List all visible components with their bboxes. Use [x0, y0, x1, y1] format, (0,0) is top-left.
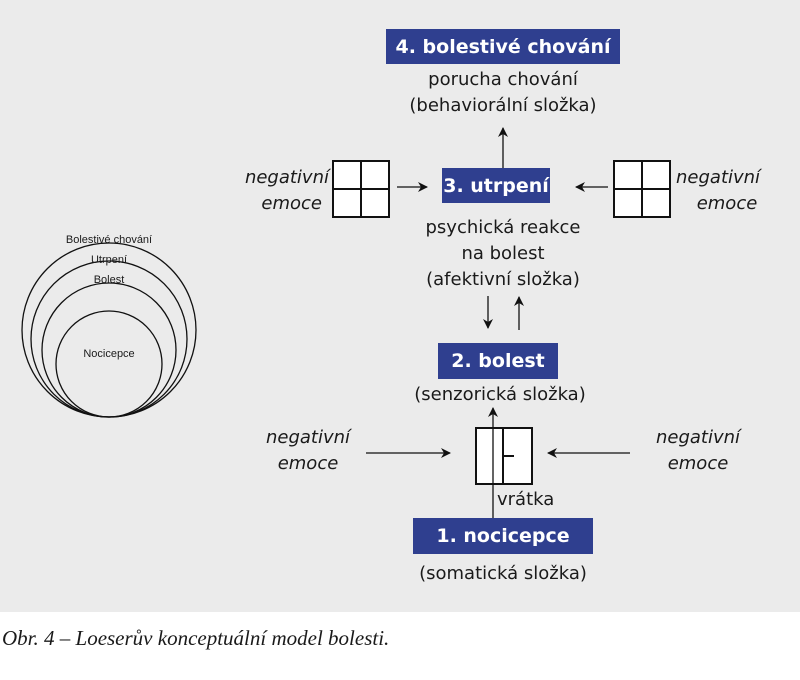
desc-behavior-2: (behaviorální složka) [409, 95, 597, 116]
box-suffering: 3. utrpení [442, 168, 550, 203]
figure-panel [0, 0, 800, 612]
circle-label-behavior: Bolestivé chování [65, 234, 153, 246]
circle-behavior [21, 242, 197, 418]
gate-icon [475, 427, 533, 485]
desc-behavior-1: porucha chování [428, 69, 578, 90]
desc-suffering-3: (afektivní složka) [426, 269, 580, 290]
nested-circles [21, 242, 197, 418]
desc-nociception: (somatická složka) [419, 563, 587, 584]
neg-emotion-top-left-1: negativní [244, 167, 329, 188]
box-nociception: 1. nocicepce [413, 518, 593, 554]
box-pain: 2. bolest [438, 343, 558, 379]
diagram-lines [21, 127, 671, 518]
box-behavior: 4. bolestivé chování [386, 29, 620, 64]
desc-suffering-1: psychická reakce [425, 217, 581, 238]
figure-caption: Obr. 4 – Loeserův konceptuální model bol… [2, 626, 390, 650]
circle-label-suffering: Utrpení [90, 254, 128, 266]
desc-suffering-2: na bolest [461, 243, 545, 264]
window-icon-right [613, 160, 671, 218]
circle-nociception [55, 310, 163, 418]
neg-emotion-top-left-2: emoce [261, 193, 322, 214]
neg-emotion-bottom-right-2: emoce [667, 453, 729, 474]
gate-label: vrátka [497, 489, 555, 510]
neg-emotion-top-right-1: negativní [676, 167, 761, 188]
window-icon-left [332, 160, 390, 218]
circle-label-nociception: Nocicepce [83, 348, 135, 360]
neg-emotion-top-right-2: emoce [696, 193, 758, 214]
desc-pain: (senzorická složka) [414, 384, 586, 405]
neg-emotion-bottom-right-1: negativní [655, 427, 741, 448]
neg-emotion-bottom-left-1: negativní [265, 427, 351, 448]
circle-label-pain: Bolest [93, 274, 125, 286]
neg-emotion-bottom-left-2: emoce [277, 453, 339, 474]
